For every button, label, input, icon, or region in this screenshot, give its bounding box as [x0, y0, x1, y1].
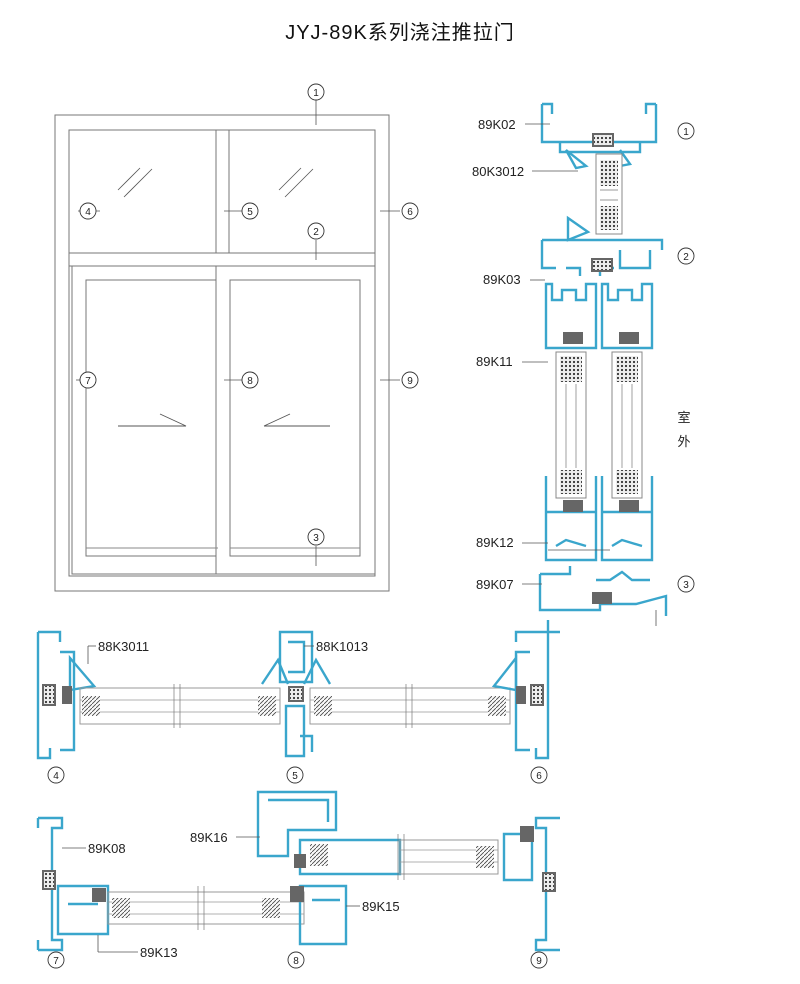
callouts: 1 4 5 6 2 7 8 9 — [47, 83, 695, 969]
callout-1-section: 1 — [677, 122, 695, 140]
label-89k12: 89K12 — [476, 535, 514, 550]
callout-7-section: 7 — [47, 951, 65, 969]
svg-text:5: 5 — [292, 771, 298, 782]
svg-text:4: 4 — [85, 207, 91, 218]
label-89k02: 89K02 — [478, 117, 516, 132]
outdoor-label-2: 外 — [677, 435, 690, 450]
callout-7-top: 7 — [79, 371, 97, 389]
callout-3-section: 3 — [677, 575, 695, 593]
svg-text:6: 6 — [536, 771, 542, 782]
label-88k1013: 88K1013 — [316, 639, 368, 654]
label-88k3011: 88K3011 — [98, 639, 149, 654]
svg-text:3: 3 — [313, 533, 319, 544]
svg-text:8: 8 — [247, 376, 253, 387]
callout-6-top: 6 — [401, 202, 419, 220]
svg-text:6: 6 — [407, 207, 413, 218]
callout-9-top: 9 — [401, 371, 419, 389]
svg-text:1: 1 — [313, 88, 319, 99]
callout-2-top: 2 — [307, 222, 325, 240]
svg-text:9: 9 — [407, 376, 413, 387]
callout-8-section: 8 — [287, 951, 305, 969]
label-80k3012: 80K3012 — [472, 164, 524, 179]
label-89k13: 89K13 — [140, 945, 178, 960]
svg-text:2: 2 — [313, 227, 319, 238]
label-89k07: 89K07 — [476, 577, 514, 592]
label-89k08: 89K08 — [88, 841, 126, 856]
callout-3-top: 3 — [307, 528, 325, 546]
label-89k03: 89K03 — [483, 272, 521, 287]
svg-text:3: 3 — [683, 580, 689, 591]
outdoor-label-1: 室 — [677, 410, 690, 426]
svg-text:4: 4 — [53, 771, 59, 782]
profile-labels: 89K02 80K3012 89K03 89K11 89K12 89K07 88… — [62, 117, 691, 960]
callout-8-top: 8 — [241, 371, 259, 389]
svg-text:7: 7 — [53, 956, 59, 967]
svg-text:1: 1 — [683, 127, 689, 138]
callout-5-top: 5 — [241, 202, 259, 220]
svg-text:7: 7 — [85, 376, 91, 387]
vertical-section — [538, 102, 668, 634]
svg-text:5: 5 — [247, 207, 253, 218]
callout-4-top: 4 — [79, 202, 97, 220]
callout-5-section: 5 — [286, 766, 304, 784]
callout-1-top: 1 — [307, 83, 325, 101]
svg-text:8: 8 — [293, 956, 299, 967]
label-89k11: 89K11 — [476, 354, 513, 369]
callout-4-section: 4 — [47, 766, 65, 784]
callout-9-section: 9 — [530, 951, 548, 969]
callout-6-section: 6 — [530, 766, 548, 784]
door-elevation — [54, 100, 400, 592]
callout-2-section: 2 — [677, 247, 695, 265]
horizontal-section-upper — [36, 630, 550, 760]
label-89k15: 89K15 — [362, 899, 400, 914]
horizontal-section-lower — [36, 790, 560, 952]
svg-text:2: 2 — [683, 252, 689, 263]
svg-text:9: 9 — [536, 956, 542, 967]
page-title: JYJ-89K系列浇注推拉门 — [285, 22, 515, 44]
label-89k16: 89K16 — [190, 830, 228, 845]
